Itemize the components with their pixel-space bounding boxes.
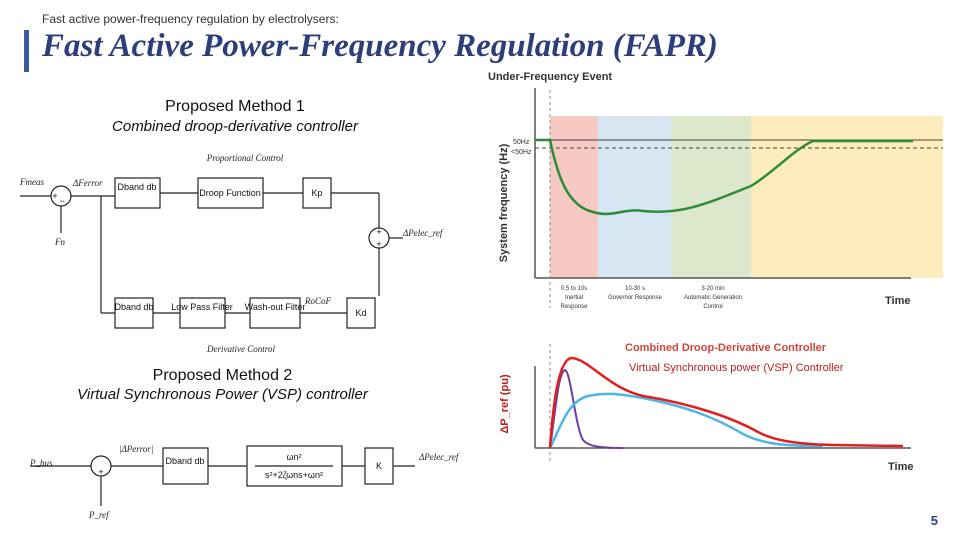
phase3-label-3: Control	[703, 304, 722, 310]
chart1-title: Under-Frequency Event	[488, 71, 612, 83]
fmeas-label: Fmeas	[19, 177, 44, 187]
pbus-label: P_bus	[29, 458, 53, 468]
chart1-ylabel: System frequency (Hz)	[498, 143, 510, 262]
phase1-label-2: Inertial	[565, 295, 583, 301]
phase1-label-3: Response	[560, 304, 588, 310]
frequency-response-chart: Under-Frequency Event 50Hz <50Hz System …	[488, 71, 943, 310]
sum2-plus-top: +	[376, 227, 381, 237]
dband3-label: Dband db	[165, 456, 204, 466]
k-block	[364, 447, 394, 485]
sum1-plus: +	[52, 191, 57, 201]
phase-governor-band	[598, 116, 671, 278]
method2-title: Proposed Method 2	[152, 367, 293, 384]
pelec-label: ΔPelec_ref	[402, 228, 444, 238]
sum2-plus-bottom: +	[376, 239, 381, 249]
dband-block-3	[162, 447, 209, 485]
droop-label: Droop Function	[199, 188, 261, 198]
ytick-below-50hz: <50Hz	[511, 149, 532, 156]
chart2-xlabel: Time	[888, 461, 913, 473]
dband-block	[114, 177, 161, 209]
phase2-label-2: Governor Response	[608, 295, 662, 301]
method2-block-diagram: P_bus + P_ref |ΔPerror| Dband db ωn² s²+…	[29, 444, 460, 520]
ferror-label: ΔFerror	[72, 178, 103, 188]
phase2-label-1: 10-30 s	[625, 286, 645, 292]
frequency-curve	[535, 138, 913, 216]
droop-function-block	[197, 177, 264, 209]
proportional-control-label: Proportional Control	[206, 153, 284, 163]
kd-label: Kd	[355, 308, 366, 318]
kd-block	[346, 297, 376, 329]
vsp-curve	[548, 392, 824, 449]
chart2-ylabel: ΔP_ref (pu)	[499, 374, 511, 434]
title-accent-bar	[24, 30, 29, 72]
legend-droop-derivative: Combined Droop-Derivative Controller	[625, 342, 827, 354]
washout-filter-block	[249, 297, 301, 329]
method1-subtitle: Combined droop-derivative controller	[112, 118, 358, 135]
pref-label: P_ref	[88, 510, 110, 520]
tf-denominator: s²+2ζωns+ωn²	[265, 470, 323, 480]
breadcrumb: Fast active power-frequency regulation b…	[42, 12, 339, 26]
phase3-label-2: Automatic Generation	[684, 295, 742, 301]
page-title: Fast Active Power-Frequency Regulation (…	[42, 28, 718, 64]
method1-title: Proposed Method 1	[165, 98, 305, 115]
kp-label: Kp	[311, 188, 322, 198]
dband2-label: Dband db	[114, 302, 153, 312]
derivative-control-label: Derivative Control	[206, 344, 275, 354]
lowpass-label: Low Pass Filter	[171, 302, 233, 312]
k-label: K	[376, 461, 382, 471]
phase-inertial-band	[550, 116, 598, 278]
pelec-label-2: ΔPelec_ref	[418, 452, 460, 462]
tf-numerator: ωn²	[286, 452, 301, 462]
droop-derivative-curve	[548, 356, 904, 449]
method1-block-diagram: Proportional Control Derivative Control …	[19, 153, 444, 354]
page-number: 5	[930, 513, 938, 528]
rocof-label: RoCoF	[304, 296, 332, 306]
dband-label: Dband db	[117, 182, 156, 192]
phase3-label-1: 3-20 min	[701, 286, 724, 292]
ytick-50hz: 50Hz	[513, 139, 530, 146]
legend-vsp: Virtual Synchronous power (VSP) Controll…	[629, 362, 844, 374]
kp-block	[302, 177, 332, 209]
fn-label: Fn	[54, 237, 65, 247]
phase-agc-band	[671, 116, 751, 278]
washout-label: Wash-out Filter	[245, 302, 306, 312]
phase-recovery-band	[751, 116, 943, 278]
perror-label: |ΔPerror|	[119, 444, 153, 454]
phase1-label-1: 0.5 to 10s	[561, 286, 587, 292]
purple-curve	[549, 368, 624, 449]
power-response-chart: Combined Droop-Derivative Controller Vir…	[499, 342, 913, 473]
sum3-plus: +	[98, 467, 103, 477]
chart1-xlabel: Time	[885, 295, 910, 307]
sum1-minus: −	[59, 196, 64, 206]
method2-subtitle: Virtual Synchronous Power (VSP) controll…	[77, 386, 368, 403]
